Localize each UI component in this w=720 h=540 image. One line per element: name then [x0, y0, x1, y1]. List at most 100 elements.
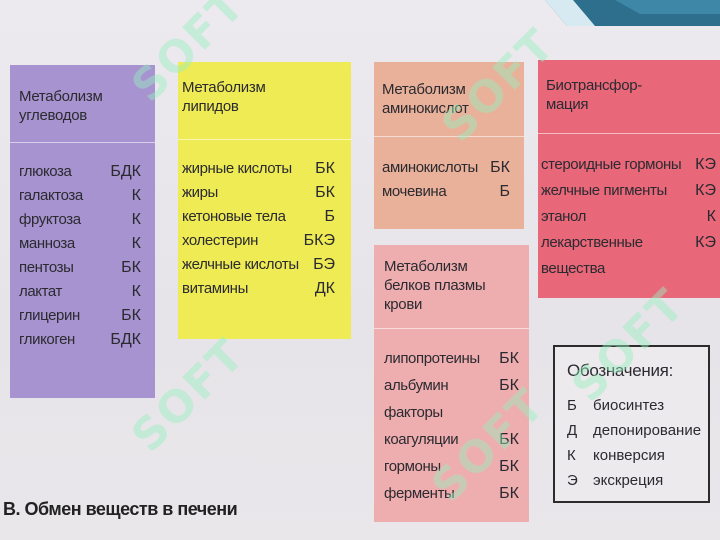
legend-key: Э [567, 472, 578, 489]
substance-name: пентозы [19, 259, 74, 276]
substance-name: галактоза [19, 187, 83, 204]
process-code: БК [499, 458, 519, 475]
legend-label: биосинтез [593, 397, 665, 414]
substance-name: желчные кислоты [182, 256, 299, 273]
substance-name: гормоны [384, 458, 441, 475]
list-item: кетоновые тела Б [182, 205, 335, 229]
divider [178, 139, 351, 140]
substance-name: мочевина [382, 183, 447, 200]
substance-name: вещества [541, 260, 605, 277]
process-code: БК [315, 184, 335, 201]
legend-key: Б [567, 397, 577, 414]
substance-list: аминокислоты БК мочевина Б [374, 156, 524, 204]
substance-name: холестерин [182, 232, 258, 249]
list-item: этанол К [541, 204, 716, 230]
process-code: БК [499, 431, 519, 448]
substance-name: ферменты [384, 485, 455, 502]
substance-name: фруктоза [19, 211, 81, 228]
substance-name: гликоген [19, 331, 75, 348]
list-item: альбумин БК [384, 372, 519, 399]
list-item: стероидные гормоны КЭ [541, 152, 716, 178]
substance-name: лактат [19, 283, 63, 300]
substance-name: жирные кислоты [182, 160, 292, 177]
substance-name: коагуляции [384, 431, 459, 448]
process-code: КЭ [695, 182, 716, 199]
list-item: ферменты БК [384, 480, 519, 507]
list-item: жиры БК [182, 181, 335, 205]
legend-label: конверсия [593, 447, 665, 464]
list-item: мочевина Б [382, 180, 510, 204]
substance-name: кетоновые тела [182, 208, 286, 225]
box-title: Метаболизм липидов [182, 79, 266, 115]
process-code: БК [499, 485, 519, 502]
list-item: желчные пигменты КЭ [541, 178, 716, 204]
substance-name: глицерин [19, 307, 80, 324]
substance-name: жиры [182, 184, 218, 201]
list-item: лактат К [19, 280, 141, 304]
list-item: коагуляции БК [384, 426, 519, 453]
process-code: БЭ [313, 256, 335, 273]
legend-label: депонирование [593, 422, 702, 439]
process-code: БК [499, 350, 519, 367]
process-code: К [706, 208, 716, 225]
substance-name: желчные пигменты [541, 182, 667, 199]
list-item: вещества [541, 256, 716, 282]
substance-name: витамины [182, 280, 248, 297]
substance-name: лекарственные [541, 234, 643, 251]
process-code: К [131, 235, 141, 252]
process-code: К [131, 211, 141, 228]
list-item: гормоны БК [384, 453, 519, 480]
list-item: аминокислоты БК [382, 156, 510, 180]
legend-label: экскреция [593, 472, 664, 489]
substance-name: альбумин [384, 377, 449, 394]
process-code: КЭ [695, 156, 716, 173]
list-item: холестерин БКЭ [182, 229, 335, 253]
substance-name: стероидные гормоны [541, 156, 682, 173]
list-item: глюкоза БДК [19, 160, 141, 184]
list-item: факторы [384, 399, 519, 426]
legend-key: К [567, 447, 576, 464]
box-title: Метаболизм белков плазмы крови [384, 258, 486, 313]
process-code: БК [121, 259, 141, 276]
divider [374, 328, 529, 329]
substance-name: липопротеины [384, 350, 480, 367]
process-code: БДК [110, 331, 141, 348]
list-item: липопротеины БК [384, 345, 519, 372]
box-title: Метаболизм углеводов [19, 88, 103, 124]
legend-key: Д [567, 422, 578, 439]
process-code: БК [499, 377, 519, 394]
process-code: К [131, 283, 141, 300]
process-code: КЭ [695, 234, 716, 251]
process-code: ДК [314, 280, 335, 297]
list-item: витамины ДК [182, 277, 335, 301]
substance-name: этанол [541, 208, 587, 225]
substance-name: факторы [384, 404, 443, 421]
divider [374, 136, 524, 137]
process-code: БК [121, 307, 141, 324]
process-code: БК [490, 159, 510, 176]
process-code: БДК [110, 163, 141, 180]
box-title: Метаболизм аминокислот [382, 81, 469, 117]
substance-name: аминокислоты [382, 159, 478, 176]
substance-name: глюкоза [19, 163, 72, 180]
process-code: Б [324, 208, 336, 225]
process-code: Б [499, 183, 511, 200]
figure-caption: В. Обмен веществ в печени [3, 499, 238, 519]
plasma-protein-metabolism-box: Метаболизм белков плазмы крови липопроте… [374, 245, 529, 522]
amino-acid-metabolism-box: Метаболизм аминокислот аминокислоты БК мо… [374, 62, 524, 229]
process-code: БКЭ [303, 232, 335, 249]
